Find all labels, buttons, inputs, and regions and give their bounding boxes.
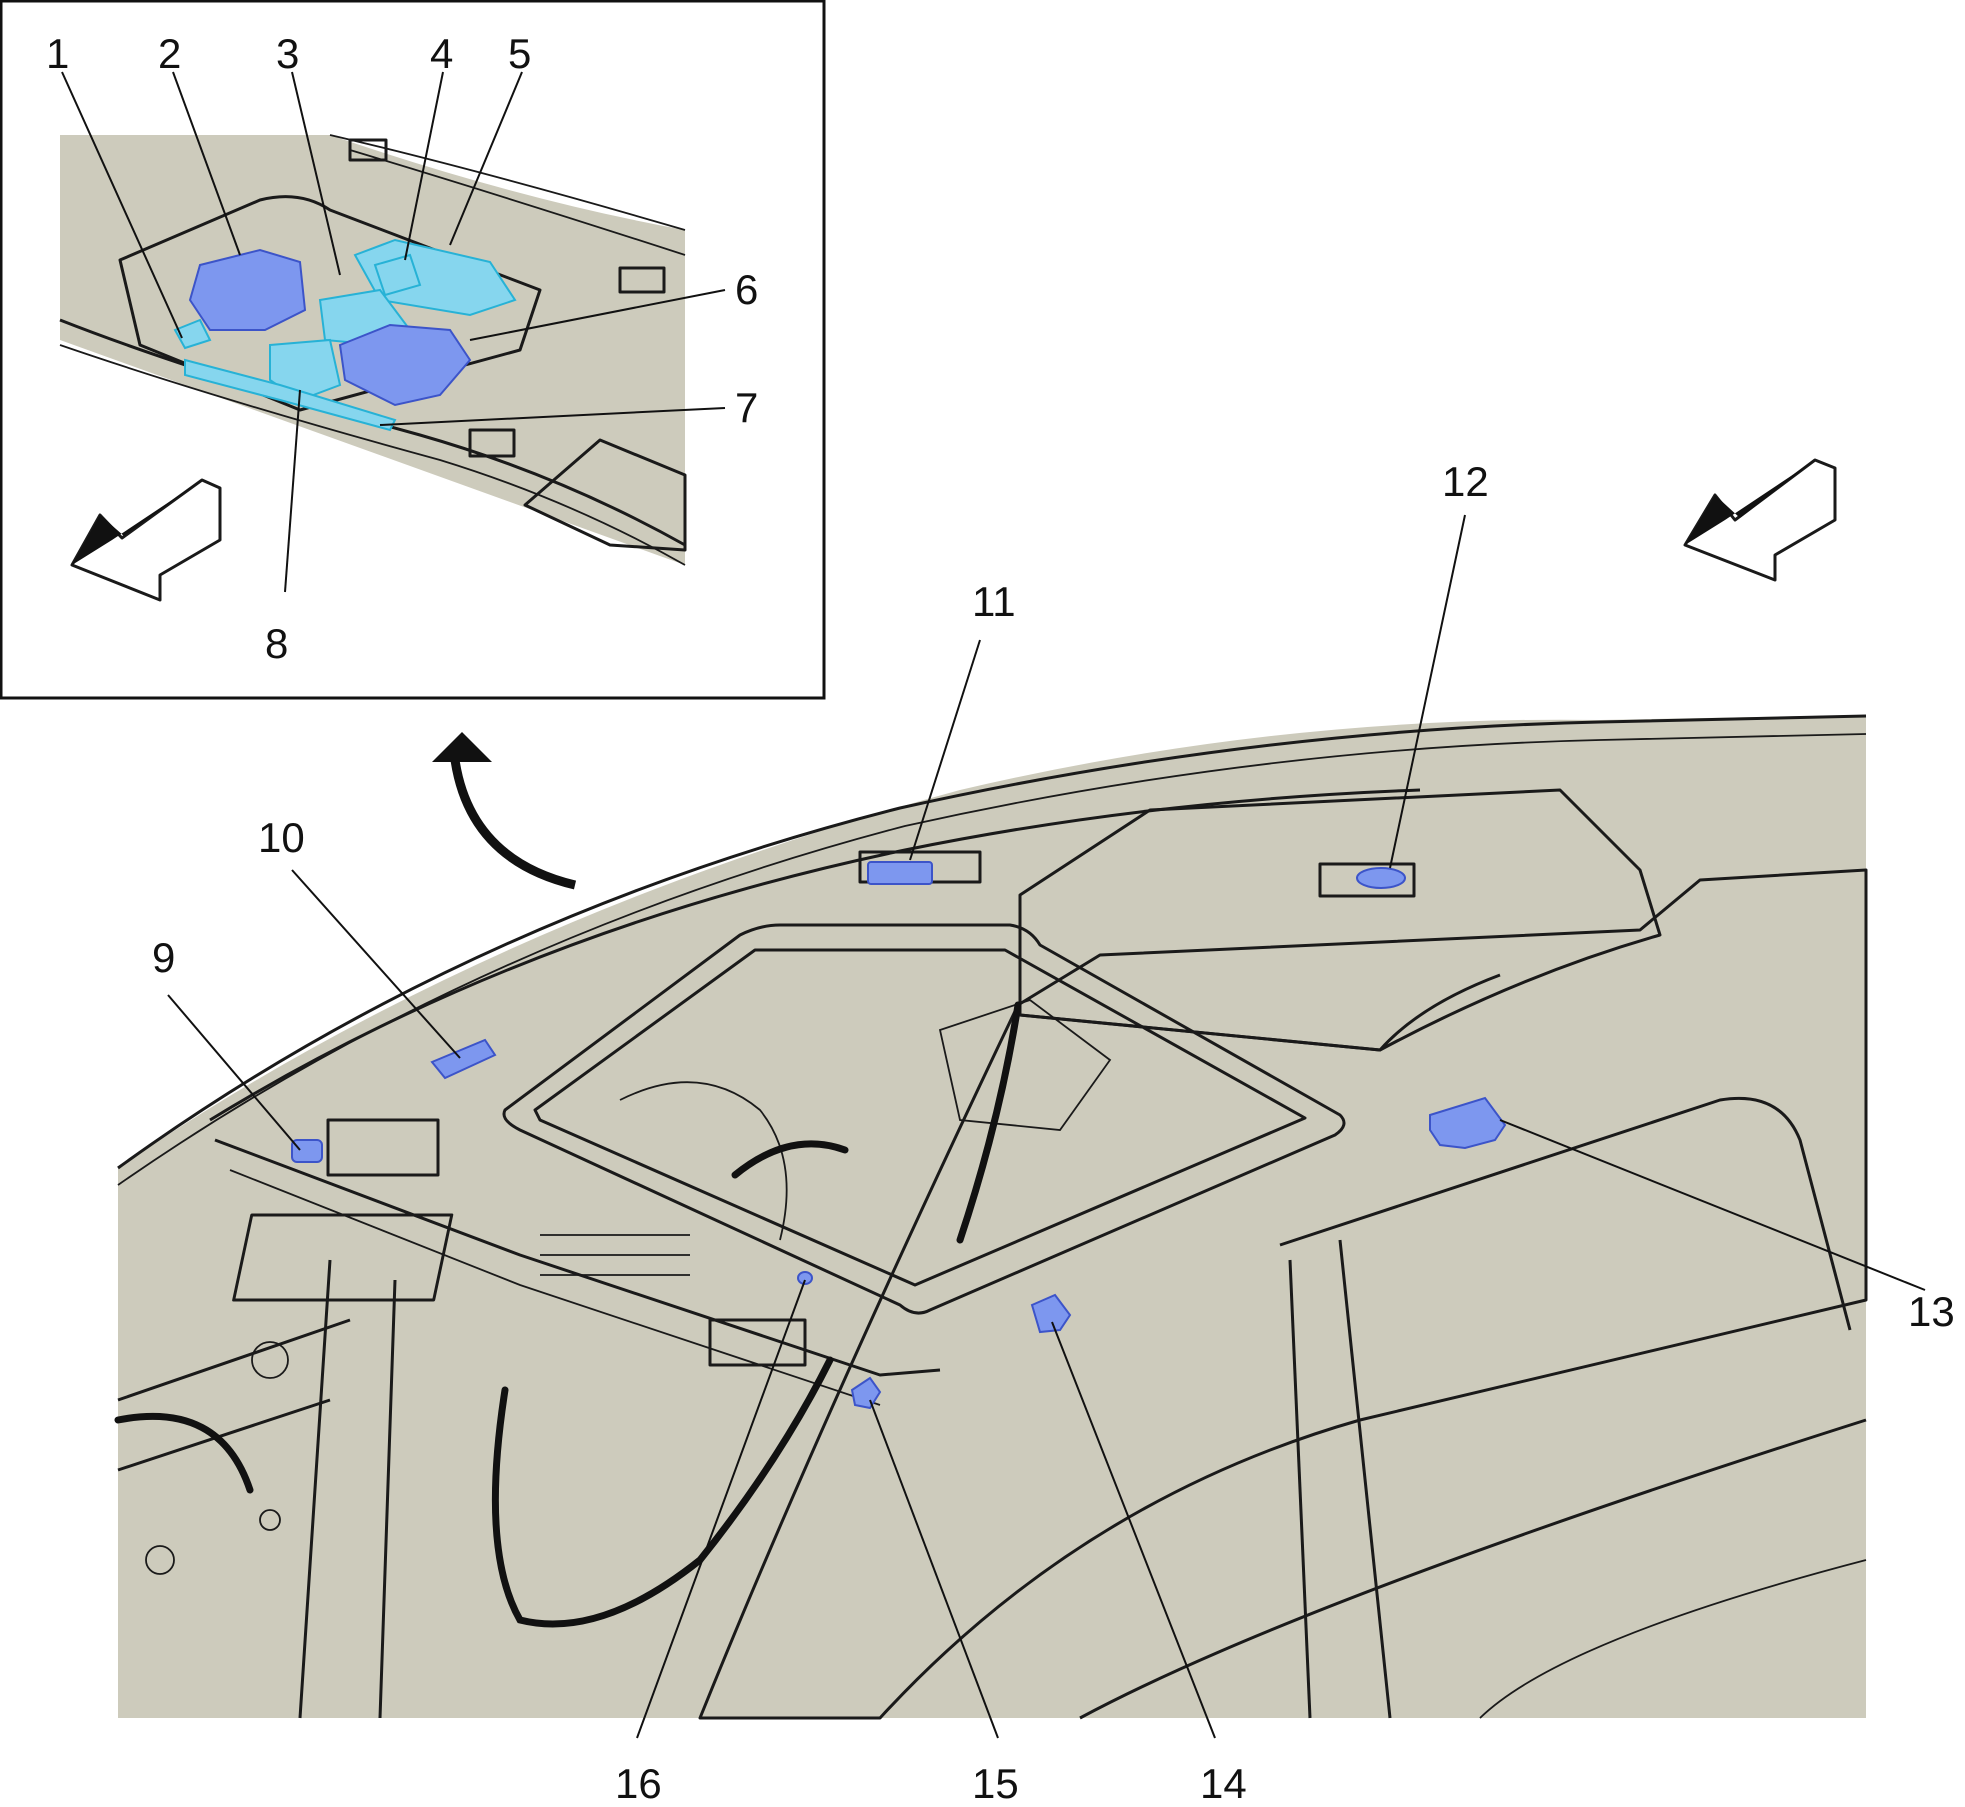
callout-8: 8 (265, 620, 288, 667)
component-15 (850, 1376, 882, 1410)
component-10 (430, 1038, 497, 1080)
callout-4: 4 (430, 30, 453, 77)
side-window-frame (1279, 1096, 1852, 1331)
sunroof-frame-inner (533, 948, 1307, 1287)
leader-15 (869, 1399, 999, 1739)
door-seam (1479, 1559, 1867, 1719)
roof-outer-edge (117, 714, 1867, 1170)
inset-roof-edge-2 (59, 344, 686, 566)
callout-12: 12 (1442, 458, 1489, 505)
callout-11: 11 (972, 578, 1016, 625)
callout-14: 14 (1200, 1760, 1247, 1807)
inset-clip-1 (348, 138, 388, 162)
curved-arrow-icon (432, 732, 577, 890)
inset-clip-3 (468, 428, 516, 458)
leader-7 (379, 407, 726, 426)
leader-11 (909, 639, 981, 861)
leader-8 (284, 389, 301, 593)
callout-3: 3 (276, 30, 299, 77)
rear-roof-bracket (1318, 862, 1416, 898)
front-door-frame (117, 1318, 351, 1472)
leader-13 (1499, 1119, 1926, 1291)
callout-1: 1 (46, 30, 69, 77)
leader-9 (167, 994, 301, 1151)
leader-3 (291, 71, 341, 276)
callout-9: 9 (152, 934, 175, 981)
inset-rail-top (329, 134, 686, 256)
window-pillar-2 (1338, 1239, 1392, 1719)
door-harness (114, 1412, 254, 1494)
callout-15: 15 (972, 1760, 1019, 1807)
callout-7: 7 (735, 384, 758, 431)
main-vehicle-view (114, 458, 1868, 1720)
callout-16: 16 (615, 1760, 662, 1807)
body-panel-background (118, 715, 1866, 1718)
harness-loop-2 (956, 1001, 1022, 1244)
front-direction-arrow-icon (1683, 458, 1837, 582)
component-11 (867, 861, 933, 885)
sunroof-cavity-detail-1 (619, 1081, 788, 1241)
overhead-console-block (232, 1213, 454, 1302)
callout-10: 10 (258, 814, 305, 861)
front-direction-arrow-icon (70, 478, 222, 602)
leader-12 (1389, 514, 1466, 869)
leader-5 (449, 71, 523, 246)
callout-13: 13 (1908, 1288, 1955, 1335)
component-16 (797, 1271, 813, 1285)
leader-1 (61, 71, 183, 339)
inset-lamp-lens (523, 438, 687, 552)
header-lamp-bracket (708, 1318, 807, 1367)
front-header-beam (214, 1138, 941, 1377)
door-hole-3 (251, 1341, 289, 1379)
windshield-panel (698, 868, 1868, 1720)
inset-component-4 (373, 253, 422, 297)
rear-glass-lower-edge (1019, 973, 1501, 1052)
door-hole-2 (145, 1545, 175, 1575)
leader-2 (172, 71, 241, 256)
callout-labels: 1 2 3 4 5 6 7 8 9 10 11 12 13 14 15 16 (46, 30, 1955, 1807)
leader-10 (291, 869, 461, 1059)
overhead-console-detail (540, 1234, 690, 1276)
leader-16 (636, 1279, 806, 1739)
a-pillar (298, 1259, 397, 1719)
inset-component-6 (338, 323, 472, 407)
inset-component-2 (188, 248, 307, 331)
leader-6 (469, 289, 726, 341)
roof-side-rail (209, 788, 1421, 1122)
door-hole-1 (259, 1509, 281, 1531)
harness-loop-1 (731, 1140, 849, 1179)
inset-component-8 (269, 338, 342, 402)
inset-component-7 (184, 358, 397, 432)
front-header-bracket (326, 1118, 440, 1177)
component-12 (1356, 867, 1406, 889)
callout-6: 6 (735, 266, 758, 313)
inset-detail-view (0, 0, 826, 700)
leader-14 (1051, 1321, 1216, 1739)
b-pillar-opening (491, 1356, 834, 1628)
lower-body-line (1079, 1418, 1867, 1720)
callout-leaders (61, 71, 1926, 1739)
component-14 (1030, 1293, 1072, 1334)
rear-glass-panel (1018, 788, 1662, 1052)
inset-roof-edge-1 (59, 318, 686, 547)
component-9 (291, 1139, 323, 1163)
sunroof-frame-outer (502, 923, 1346, 1315)
callout-5: 5 (508, 30, 531, 77)
inset-component-1 (173, 318, 212, 350)
component-13 (1429, 1096, 1507, 1150)
inset-console-opening (118, 195, 542, 412)
leader-4 (404, 71, 444, 261)
window-pillar-1 (1288, 1259, 1312, 1719)
callout-2: 2 (158, 30, 181, 77)
inset-clip-2 (618, 266, 666, 294)
